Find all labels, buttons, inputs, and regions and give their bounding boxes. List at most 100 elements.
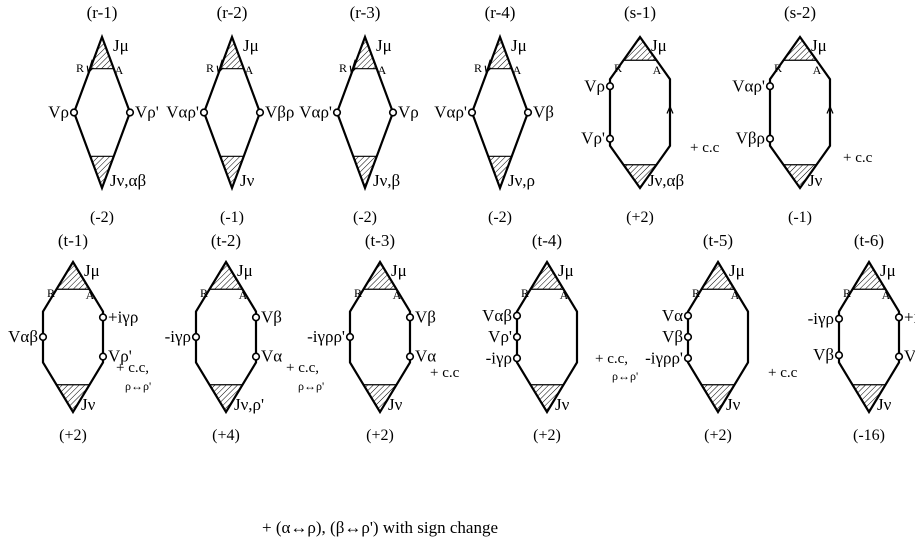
exchange-note: ρ↔ρ' xyxy=(298,379,324,393)
current-label-top: Jμ xyxy=(511,36,527,55)
vertex-marker xyxy=(251,352,261,361)
current-label-bottom: Jν xyxy=(808,171,823,190)
complex-conjugate-note: + c.c, xyxy=(116,360,149,376)
vertex-label-left: Vαβ xyxy=(8,327,38,346)
diagram-multiplicity: (+2) xyxy=(533,427,561,444)
vertex-label-right: Vα xyxy=(415,347,436,366)
current-vertex-bottom xyxy=(208,384,244,414)
current-vertex-top xyxy=(219,35,245,70)
vertex-label-left: -iγρ xyxy=(486,348,512,367)
direction-arrow xyxy=(216,59,224,74)
diagram-multiplicity: (-2) xyxy=(353,209,377,226)
diagram-title: (s-2) xyxy=(784,3,816,22)
vertex-label-left: Vαβ xyxy=(482,306,512,325)
exchange-note: ρ↔ρ' xyxy=(125,379,151,393)
current-label-bottom: Jν,αβ xyxy=(648,171,684,190)
diagram-title: (r-2) xyxy=(217,3,248,22)
advanced-label: A xyxy=(653,63,662,77)
diagram-multiplicity: (+2) xyxy=(626,209,654,226)
retarded-label: R xyxy=(206,61,214,75)
vertex-label-left: Vρ xyxy=(48,103,69,122)
diagram-title: (t-4) xyxy=(532,231,562,250)
vertex-marker xyxy=(512,311,522,320)
current-label-bottom: Jν,αβ xyxy=(110,171,146,190)
current-label-top: Jμ xyxy=(729,261,745,280)
current-vertex-top xyxy=(208,260,244,290)
vertex-marker xyxy=(605,134,615,143)
current-vertex-bottom xyxy=(352,155,378,190)
vertex-label-right: +iγρ xyxy=(108,307,138,326)
current-label-bottom: Jν,ρ' xyxy=(234,395,264,414)
advanced-label: A xyxy=(239,288,248,302)
diagram-multiplicity: (-2) xyxy=(90,209,114,226)
retarded-label: R xyxy=(354,286,362,300)
current-label-top: Jμ xyxy=(376,36,392,55)
advanced-label: A xyxy=(813,63,822,77)
vertex-label-left: -iγρρ' xyxy=(307,327,345,346)
current-label-top: Jμ xyxy=(243,36,259,55)
current-vertex-bottom xyxy=(55,384,91,414)
vertex-marker xyxy=(894,313,904,322)
vertex-label-left: -iγρρ' xyxy=(645,348,683,367)
complex-conjugate-note: + c.c xyxy=(843,150,873,166)
vertex-marker xyxy=(405,352,415,361)
vertex-marker xyxy=(894,352,904,361)
advanced-label: A xyxy=(731,288,740,302)
current-vertex-bottom xyxy=(700,384,736,414)
vertex-marker xyxy=(251,313,261,322)
vertex-label-right: Vβ xyxy=(533,103,554,122)
vertex-label-left: Vρ' xyxy=(581,129,605,148)
current-label-top: Jμ xyxy=(113,36,129,55)
retarded-label: R xyxy=(614,61,622,75)
retarded-label: R xyxy=(843,286,851,300)
vertex-marker xyxy=(345,332,355,342)
advanced-label: A xyxy=(115,63,124,77)
vertex-marker xyxy=(332,108,342,117)
advanced-label: A xyxy=(86,288,95,302)
vertex-label-right: Vα xyxy=(261,347,282,366)
diagram-multiplicity: (-1) xyxy=(220,209,244,226)
vertex-label-right: Vβ xyxy=(261,307,282,326)
vertex-marker xyxy=(834,351,844,360)
current-vertex-bottom xyxy=(851,384,887,414)
vertex-label-left: Vβ xyxy=(813,345,834,364)
exchange-note: ρ↔ρ' xyxy=(612,369,638,383)
vertex-label-left: Vβ xyxy=(662,327,683,346)
vertex-label-left: -iγρ xyxy=(808,309,834,328)
current-vertex-bottom xyxy=(89,155,115,190)
vertex-marker xyxy=(512,354,522,363)
vertex-marker xyxy=(405,313,415,322)
current-label-top: Jμ xyxy=(811,36,827,55)
diagram-title: (s-1) xyxy=(624,3,656,22)
advanced-label: A xyxy=(560,288,569,302)
current-label-top: Jμ xyxy=(651,36,667,55)
diagram-multiplicity: (-2) xyxy=(488,209,512,226)
current-vertex-bottom xyxy=(529,384,565,414)
current-label-bottom: Jν,ρ xyxy=(508,171,535,190)
current-vertex-top xyxy=(782,35,818,61)
vertex-marker xyxy=(683,311,693,320)
diagram-title: (r-4) xyxy=(485,3,516,22)
diagram-multiplicity: (+4) xyxy=(212,427,240,444)
vertex-marker xyxy=(523,108,533,117)
direction-arrow xyxy=(86,59,94,74)
vertex-marker xyxy=(467,108,477,117)
vertex-marker xyxy=(683,332,693,342)
diagram-multiplicity: (-1) xyxy=(788,209,812,226)
current-vertex-bottom xyxy=(487,155,513,190)
current-label-top: Jμ xyxy=(558,261,574,280)
vertex-marker xyxy=(512,332,522,342)
complex-conjugate-note: + c.c xyxy=(690,140,720,156)
current-vertex-top xyxy=(700,260,736,290)
current-label-bottom: Jν xyxy=(726,395,741,414)
retarded-label: R xyxy=(76,61,84,75)
vertex-label-right: Vρ xyxy=(398,103,419,122)
advanced-label: A xyxy=(378,63,387,77)
current-label-bottom: Jν xyxy=(240,171,255,190)
